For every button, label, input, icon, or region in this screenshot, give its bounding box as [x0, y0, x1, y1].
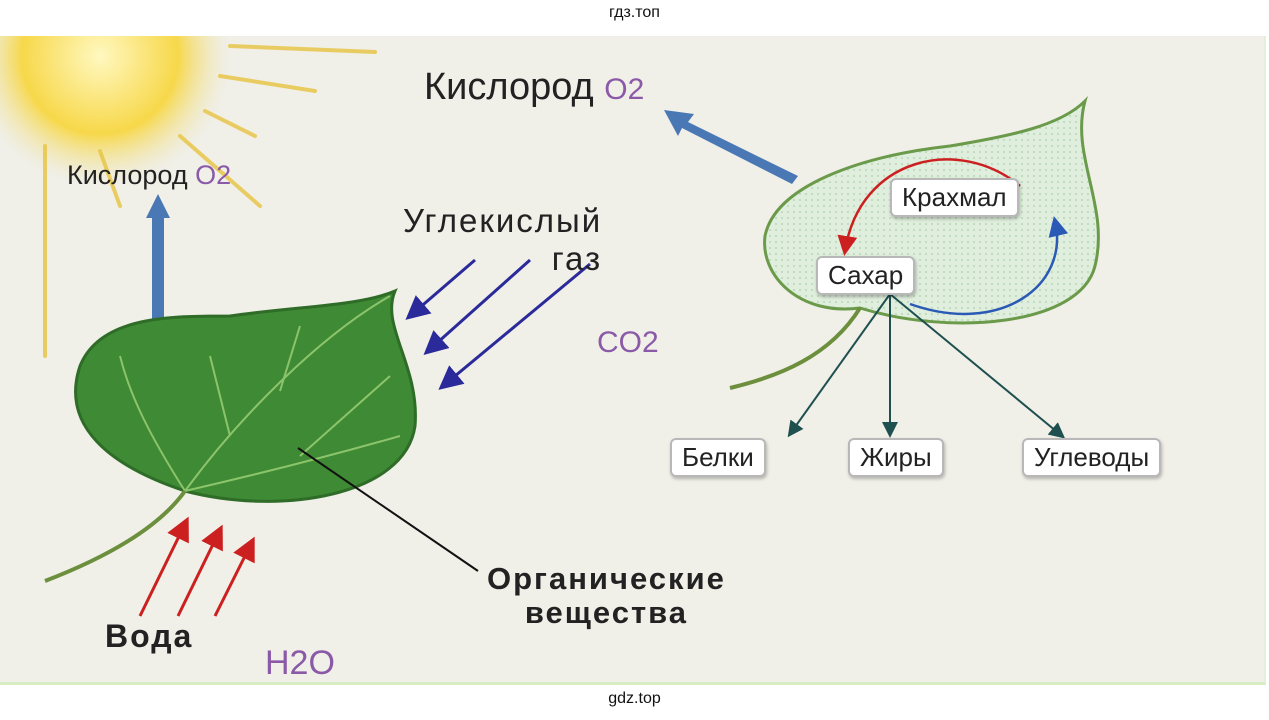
leaf-light-icon — [729, 95, 1100, 390]
watermark-top: гдз.топ — [609, 4, 660, 21]
sun-icon — [0, 36, 377, 358]
oxygen-arrow-left — [146, 194, 170, 341]
box-proteins: Белки — [670, 438, 766, 477]
leaf-green-icon — [44, 288, 417, 583]
box-fats: Жиры — [848, 438, 944, 477]
product-arrows — [787, 293, 1066, 439]
water-formula: H2O — [265, 644, 335, 682]
watermark-bottom: gdz.top — [608, 690, 661, 707]
oxygen-label-top: Кислород O2 — [424, 66, 645, 108]
oxygen-arrow-right — [664, 110, 798, 184]
co2-arrows — [405, 258, 591, 390]
oxygen-label-left: Кислород O2 — [67, 160, 232, 190]
box-sugar: Сахар — [816, 256, 916, 295]
sugar-starch-arrow-blue — [909, 216, 1069, 316]
co2-formula: CO2 — [597, 326, 659, 359]
box-carbs: Углеводы — [1022, 438, 1162, 477]
water-arrows — [138, 516, 255, 617]
sugar-starch-arrow-red — [837, 158, 1021, 256]
organic-pointer-line — [297, 447, 479, 572]
box-starch: Крахмал — [890, 178, 1019, 217]
water-label: Вода — [105, 618, 194, 654]
